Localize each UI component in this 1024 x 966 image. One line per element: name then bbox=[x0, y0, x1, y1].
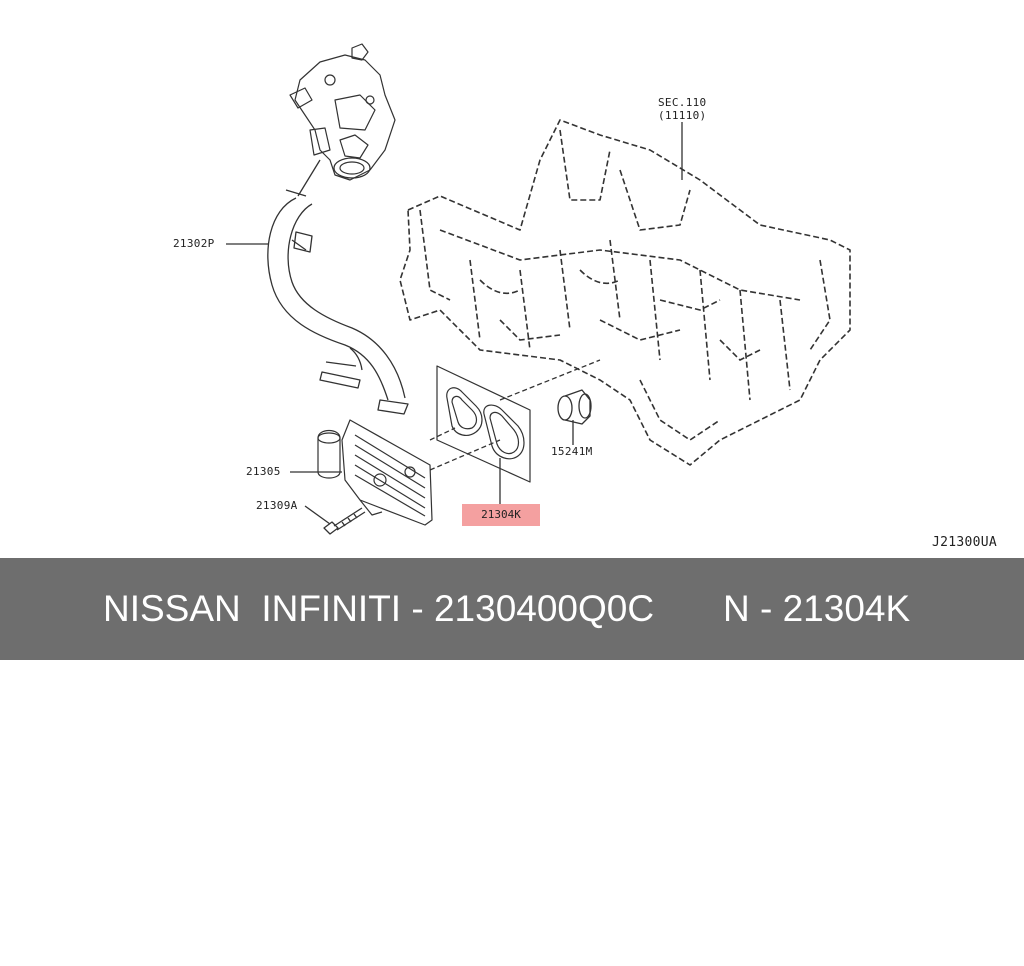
thermostat-housing bbox=[289, 43, 396, 181]
parts-diagram: SEC.110 (11110) 21302P 21305 21309A 1524… bbox=[173, 43, 998, 550]
oil-cooler bbox=[317, 419, 433, 526]
diagram-drawing bbox=[226, 43, 851, 535]
sec-ref-label: SEC.110 bbox=[658, 96, 707, 109]
bolt-leader-line bbox=[304, 505, 331, 525]
connector-part bbox=[557, 389, 592, 425]
reference-part-number: N - 21304K bbox=[723, 588, 911, 629]
assembly-guide-line bbox=[499, 359, 601, 401]
coolant-hose bbox=[267, 189, 409, 415]
part-number-text: NISSAN INFINITI - 2130400Q0C N - 21304K bbox=[0, 558, 1024, 660]
bolt-part-label: 21309A bbox=[256, 499, 298, 512]
bolt-part bbox=[323, 507, 366, 535]
engine-block-outline bbox=[399, 119, 851, 466]
thermostat-leader-line bbox=[297, 159, 321, 197]
cooler-part-label: 21305 bbox=[246, 465, 281, 478]
brand-part-number: NISSAN INFINITI - 2130400Q0C bbox=[103, 588, 655, 629]
part-number-banner: NISSAN INFINITI - 2130400Q0C N - 21304K bbox=[0, 558, 1024, 660]
connector-part-label: 15241M bbox=[551, 445, 593, 458]
gasket-part-label: 21304K bbox=[462, 504, 540, 526]
sec-sub-label: (11110) bbox=[658, 109, 707, 122]
gasket-plate bbox=[436, 365, 531, 483]
diagram-code-label: J21300UA bbox=[932, 535, 998, 550]
hose-part-label: 21302P bbox=[173, 237, 215, 250]
